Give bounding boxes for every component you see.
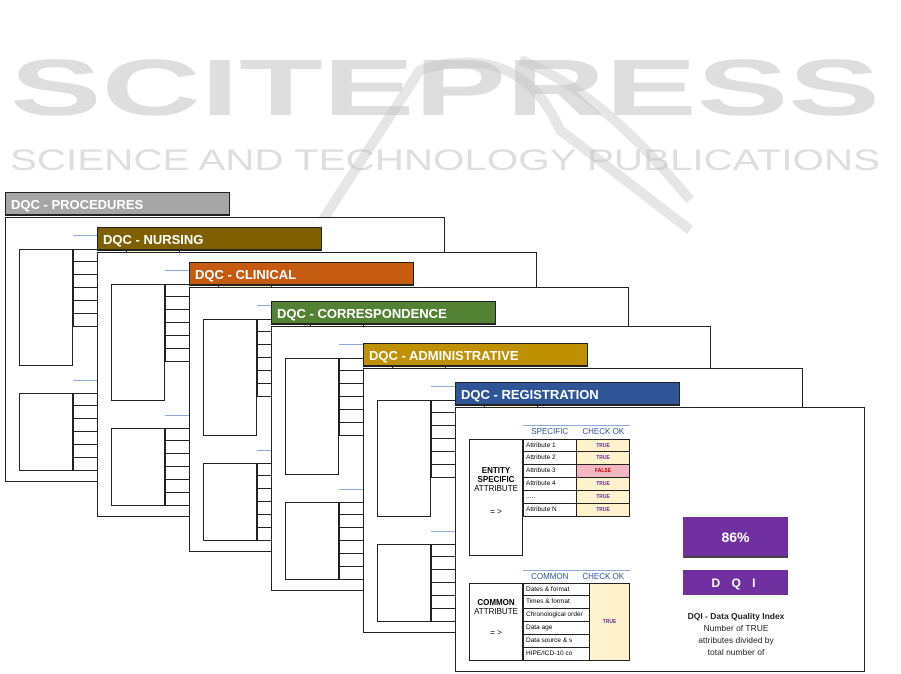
- arrow-label: = >: [490, 507, 502, 516]
- attribute-name: Attribute 3: [524, 465, 577, 477]
- attribute-check: TRUE: [577, 491, 629, 503]
- card-title: DQC - ADMINISTRATIVE: [363, 343, 588, 367]
- common-col-header: COMMON: [531, 572, 569, 581]
- specific-attribute-row: .....TRUE: [523, 491, 630, 504]
- entity-specific-label: [111, 284, 165, 401]
- attribute-check: TRUE: [577, 440, 629, 451]
- arrow-label: = >: [490, 628, 502, 637]
- attribute-name: Attribute 1: [524, 440, 577, 451]
- common-check: TRUE: [589, 583, 630, 661]
- common-attribute-row: Dates & format: [523, 583, 589, 596]
- common-attribute-label: [111, 428, 165, 506]
- attribute-check: TRUE: [577, 478, 629, 490]
- attribute-name: Dates & format: [526, 586, 570, 593]
- attribute-check: [311, 320, 363, 331]
- attribute-name: Attribute N: [524, 504, 577, 516]
- entity-specific-label: [377, 400, 431, 517]
- common-attribute-row: HIPE/ICD-10 co: [523, 648, 589, 661]
- card-title: DQC - CLINICAL: [189, 262, 414, 286]
- attribute-check: TRUE: [577, 504, 629, 516]
- dqc-card: DQC - REGISTRATION SPECIFIC CHECK OK ENTI…: [455, 382, 865, 672]
- common-attribute-label: [203, 463, 257, 541]
- attribute-check: FALSE: [577, 465, 629, 477]
- common-attribute-row: Data age: [523, 622, 589, 635]
- check-col-header: CHECK OK: [582, 572, 625, 581]
- entity-specific-label: ENTITY SPECIFIC ATTRIBUTE = >: [469, 439, 523, 556]
- attribute-name: Chronological order: [526, 611, 583, 618]
- common-attribute-label: [19, 393, 73, 471]
- label-line: ENTITY: [481, 466, 511, 475]
- attribute-name: Data age: [526, 624, 553, 631]
- common-attribute-label: [377, 544, 431, 622]
- entity-specific-label: [203, 319, 257, 436]
- entity-specific-label: [19, 249, 73, 366]
- attribute-name: .....: [524, 491, 577, 503]
- attribute-check: [485, 401, 537, 412]
- attribute-name: Attribute 2: [524, 452, 577, 464]
- label-line: SPECIFIC: [477, 475, 515, 484]
- dqi-desc-line: total number of: [707, 647, 765, 657]
- common-attribute-row: Data source & s: [523, 635, 589, 648]
- attribute-name: HIPE/ICD-10 co: [526, 650, 573, 657]
- common-attribute-label: COMMON ATTRIBUTE = >: [469, 583, 523, 661]
- common-attribute-row: Times & format: [523, 596, 589, 609]
- attribute-name: Attribute 4: [524, 478, 577, 490]
- label-line: COMMON: [477, 598, 515, 607]
- attribute-check: TRUE: [577, 452, 629, 464]
- card-title: DQC - CORRESPONDENCE: [271, 301, 496, 325]
- label-line: ATTRIBUTE: [474, 484, 518, 493]
- card-title: DQC - PROCEDURES: [5, 192, 230, 216]
- common-attribute-row: Chronological order: [523, 609, 589, 622]
- attribute-name: [432, 401, 485, 412]
- specific-header: SPECIFIC CHECK OK: [523, 425, 630, 437]
- check-col-header: CHECK OK: [582, 427, 625, 436]
- entity-specific-label: [285, 358, 339, 475]
- specific-col-header: SPECIFIC: [531, 427, 569, 436]
- attribute-name: Times & format: [526, 598, 570, 605]
- dqi-desc-line: attributes divided by: [698, 635, 774, 645]
- common-attribute-label: [285, 502, 339, 580]
- common-header: COMMON CHECK OK: [523, 570, 630, 582]
- dqi-label: D Q I: [683, 570, 788, 595]
- attribute-name: Data source & s: [526, 637, 573, 644]
- dqi-desc-title: DQI - Data Quality Index: [687, 611, 785, 621]
- label-line: ATTRIBUTE: [474, 607, 518, 616]
- card-body: SPECIFIC CHECK OK ENTITY SPECIFIC ATTRIBU…: [455, 407, 865, 672]
- attribute-name: [258, 320, 311, 331]
- dqi-description: DQI - Data Quality Index Number of TRUE …: [661, 610, 811, 658]
- dqi-value: 86%: [683, 517, 788, 558]
- dqi-desc-line: Number of TRUE: [703, 623, 769, 633]
- card-title: DQC - REGISTRATION: [455, 382, 680, 406]
- card-title: DQC - NURSING: [97, 227, 322, 251]
